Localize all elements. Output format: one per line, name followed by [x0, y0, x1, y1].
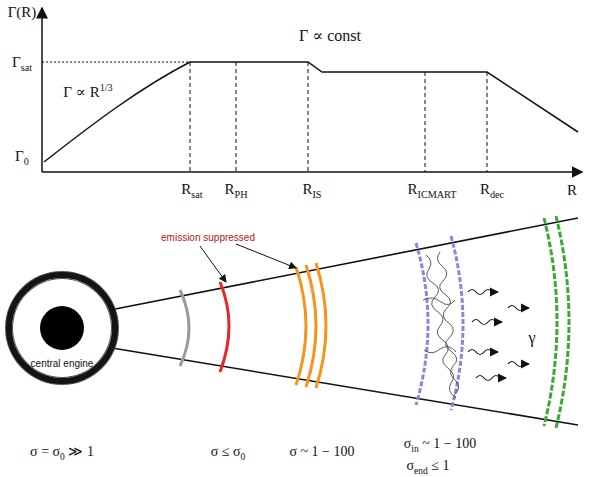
engine-circle: central engine — [6, 272, 118, 384]
plot-axes — [42, 8, 582, 172]
lorentz-curve — [44, 62, 578, 162]
radius-label: Rsat — [181, 182, 202, 197]
jet-cone — [100, 218, 578, 425]
turbulence — [423, 252, 459, 398]
magnetization-note: σ ≤ σ0 — [211, 445, 246, 459]
node-label: central engine — [12, 358, 112, 369]
radius-label: Rdec — [480, 182, 504, 197]
magnetization-note: σ ~ 1 − 100 — [289, 445, 354, 459]
engine-core — [40, 306, 84, 350]
axis-title: Γ(R) — [8, 5, 37, 20]
shells-orange — [296, 263, 326, 388]
radius-label: RPH — [224, 182, 247, 197]
photon-arrows — [468, 290, 529, 381]
magnetization-note: σin ~ 1 − 100 — [404, 437, 476, 451]
sat-guide — [42, 62, 190, 63]
axis-tick: Γsat — [12, 55, 32, 70]
leader-arrows — [200, 244, 296, 282]
regime-note: Γ ∝ const — [299, 28, 361, 44]
radius-label: RIS — [302, 182, 321, 197]
photon-symbol: γ — [528, 330, 535, 346]
shell-red — [220, 282, 229, 372]
radius-label: RICMART — [407, 182, 456, 197]
magnetization-note: σend ≤ 1 — [407, 459, 450, 473]
regime-note: Γ ∝ R1/3 — [63, 85, 112, 100]
shell-grey — [180, 290, 189, 366]
axis-tick: Γ0 — [15, 149, 29, 164]
shells-purple — [416, 236, 463, 410]
shells-green — [544, 216, 569, 428]
radius-markers — [190, 62, 487, 172]
axis-title: R — [567, 183, 577, 198]
callout-note: emission suppressed — [161, 233, 255, 243]
magnetization-note: σ = σ0 ≫ 1 — [30, 445, 94, 459]
